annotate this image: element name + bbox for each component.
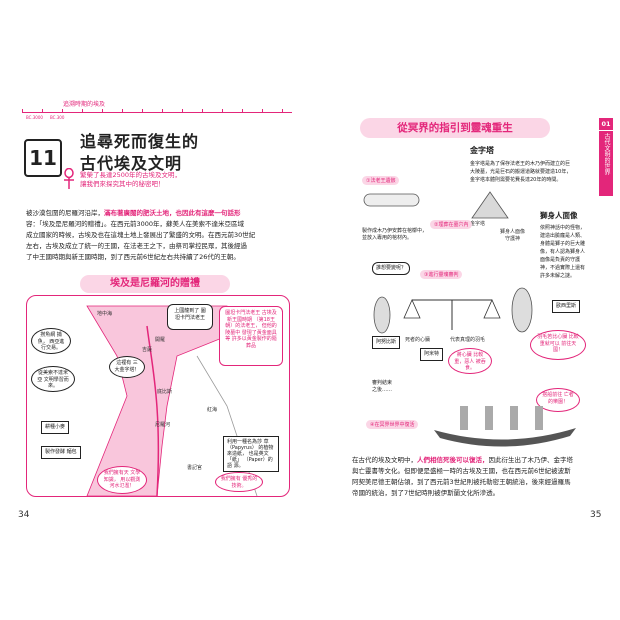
sphinx-line-0: 依照神話中的怪物， [540, 225, 586, 231]
conclusion-line-3: 與亡靈書等文化。但即便是盛極一時的古埃及王國，也在西元前6世紀被波斯 [352, 467, 571, 475]
callout-mesopotamia: 從美索不達米亞 文明學習而來。 [31, 366, 75, 392]
pyramid-heading: 金字塔 [470, 146, 494, 155]
egypt-map: 地中海 尼羅河 紅海 吉薩 開羅 底比斯 上國龍到了 圖坦卡門法老王 圖坦卡門法… [26, 295, 290, 497]
timeline-ruler [22, 109, 292, 121]
chapter-title-line1: 追尋死而復生的 [80, 132, 200, 151]
label-bread: 製作發酵 麵包 [41, 446, 81, 459]
callout-technology: 我們擁有 優秀的技術。 [215, 472, 263, 492]
conclusion-line-1: 人們相信死後可以復活， [417, 456, 489, 464]
step-bury: ②埋葬在墓穴內 [430, 220, 473, 229]
label-osiris: 歐西里斯 [552, 300, 581, 313]
pyramid-line-0: 金字塔是為了保存法老王的木乃伊而建立的巨 [470, 161, 571, 167]
callout-fishing: 撈魚網 捕魚， 西亞進行交易。 [31, 328, 71, 354]
label-ammit: 阿米特 [420, 348, 444, 361]
map-banner: 埃及是尼羅河的贈禮 [80, 275, 230, 293]
callout-tutankhamun-info: 圖坦卡門法老王 古埃及新王國時期 （第18王朝）的法老王， 但他的陵墓中 發現了… [219, 306, 283, 366]
mummy-note: 製作成木乃伊安葬在棺槨中， 並放入專用的棺材內。 [362, 228, 428, 241]
tab-text: 古代文明的世界 [603, 133, 610, 175]
callout-pyramids: 這裡有 三大金字塔！ [109, 356, 145, 378]
sphinx-line-3: 像，有人認為獅身人 [540, 249, 586, 255]
boat-icon [434, 406, 576, 447]
map-label-cairo: 開羅 [155, 337, 166, 343]
page-number-right: 35 [590, 510, 602, 520]
step-mummy: ①法老王遺骸 [362, 176, 400, 185]
step-judgement: ③進行靈魂審判 [420, 270, 463, 279]
timeline-label: 追溯時期的埃及 [63, 101, 106, 108]
chapter-title-line2: 古代埃及文明 [80, 154, 183, 173]
label-judge-end: 審判結束 之後…… [372, 380, 393, 393]
callout-compare: 將心臟 比較重，惡人 被吞食。 [448, 348, 492, 374]
map-label-nile: 尼羅河 [155, 422, 171, 428]
callout-astronomy: 我們擁有天 文學知識， 用以觀測 河水氾濫！ [97, 466, 147, 494]
pyramid-icon [471, 191, 509, 219]
pyramid-label: 金字塔 [470, 221, 486, 227]
callout-tutankhamun-visit: 上國龍到了 圖坦卡門法老王 [167, 304, 213, 330]
ankh-icon [64, 168, 74, 189]
para-line-4: 左右，古埃及成立了統一的王國，在法老王之下，由祭司掌控民眾，其後經過 [26, 242, 247, 250]
para-line-5: 了中王國時期與新王國時期，到了西元前6世紀左右共持續了26代的王朝。 [26, 253, 240, 261]
para-line-2: 容：「埃及是尼羅河的贈禮」。在西元前3000年，蘇美人在美索不達米亞區域 [26, 220, 245, 228]
conclusion-line-5: 帝國的統治，到了7世紀時則被伊斯蘭文化所滲透。 [352, 489, 500, 497]
map-label-redsea: 紅海 [207, 407, 218, 413]
sphinx-line-5: 神，不過實際上還有 [540, 265, 586, 271]
sphinx-line-2: 身體是獅子的巨大雕 [540, 241, 586, 247]
step-revive: ④在冥界世界中復活 [366, 420, 419, 429]
label-heart: 死者的心臟 [405, 337, 431, 343]
label-anubis: 阿努比斯 [372, 336, 401, 349]
map-label-giza: 吉薩 [142, 347, 153, 353]
conclusion-line-4: 阿契美尼德王朝佔領，到了西元前3世紀則被托勒密王朝統治，後來經過羅馬 [352, 478, 571, 486]
pyramid-text: 金字塔是為了保存法老王的木乃伊而建立的巨 大陵墓，光是巨石的搬運道路就要建造10… [470, 160, 595, 184]
para-line-3: 成立國家的時候，古埃及也在這塊土地上發展出了繁盛的文明。在西元前30世紀 [26, 231, 256, 239]
label-wheat: 耕種小麥 [41, 421, 70, 434]
mummy-icon [363, 193, 420, 207]
pyramid-line-1: 大陵墓，光是巨石的搬運道路就要建造10年， [470, 169, 572, 175]
sphinx-label: 獅身人面像 守護神 [500, 229, 526, 242]
pyramid-line-2: 金字塔本體則需要花費長達20年的時間。 [470, 177, 562, 183]
right-banner: 從冥界的指引到靈魂重生 [360, 118, 550, 138]
map-label-sea: 地中海 [97, 311, 113, 317]
callout-boat: 搭船前往 亡者的樂園！ [536, 388, 580, 412]
bubble-who: 誰想要變呢？ [372, 262, 411, 275]
tab-number: 01 [599, 120, 613, 131]
para-line-0: 被沙漠包圍的尼羅河沿岸， [26, 209, 104, 217]
sphinx-text: 依照神話中的怪物， 建造出臉龐是人類、 身體是獅子的巨大雕 像，有人認為獅身人 … [540, 224, 598, 280]
note-papyrus: 利用一種名為莎 草（Papyrus） 的植物來造紙， 也是英文「紙」 （Pape… [223, 436, 279, 472]
timeline-tick-end: BC.300 [50, 115, 65, 120]
conclusion-paragraph: 在古代的埃及文明中，人們相信死後可以復活，因此衍生出了木乃伊、金字塔 與亡靈書等… [352, 455, 598, 499]
chapter-subtitle-line1: 繁榮了長達2500年的古埃及文明， [80, 171, 182, 179]
page-number-left: 34 [18, 510, 30, 520]
callout-feather-heaven: 羽毛若比心臟 比較重就可以 前往天國！ [530, 330, 586, 360]
conclusion-line-2: 因此衍生出了木乃伊、金字塔 [488, 456, 574, 464]
sphinx-line-6: 許多未解之謎。 [540, 273, 576, 279]
timeline-tick-start: BC.3000 [26, 115, 43, 120]
map-label-thebes: 底比斯 [157, 389, 173, 395]
para-line-1: 滿布著廣闊的肥沃土地，也因此有這麼一句話形 [104, 209, 241, 217]
intro-paragraph: 被沙漠包圍的尼羅河沿岸，滿布著廣闊的肥沃土地，也因此有這麼一句話形 容：「埃及是… [26, 208, 288, 263]
judgement-scene-icon [373, 287, 533, 334]
label-feather: 代表真理的羽毛 [450, 337, 486, 343]
chapter-number: 11 [24, 139, 62, 177]
chapter-tab: 01 古代文明的世界 [599, 118, 613, 196]
conclusion-line-0: 在古代的埃及文明中， [352, 456, 417, 464]
label-scribe: 書記官 [187, 465, 203, 471]
sphinx-line-1: 建造出臉龐是人類、 [540, 233, 586, 239]
sphinx-heading: 獅身人面像 [540, 211, 578, 220]
sphinx-line-4: 面像是負責的守護 [540, 257, 581, 263]
chapter-subtitle-line2: 讓我們來探究其中的秘密吧！ [80, 180, 165, 188]
